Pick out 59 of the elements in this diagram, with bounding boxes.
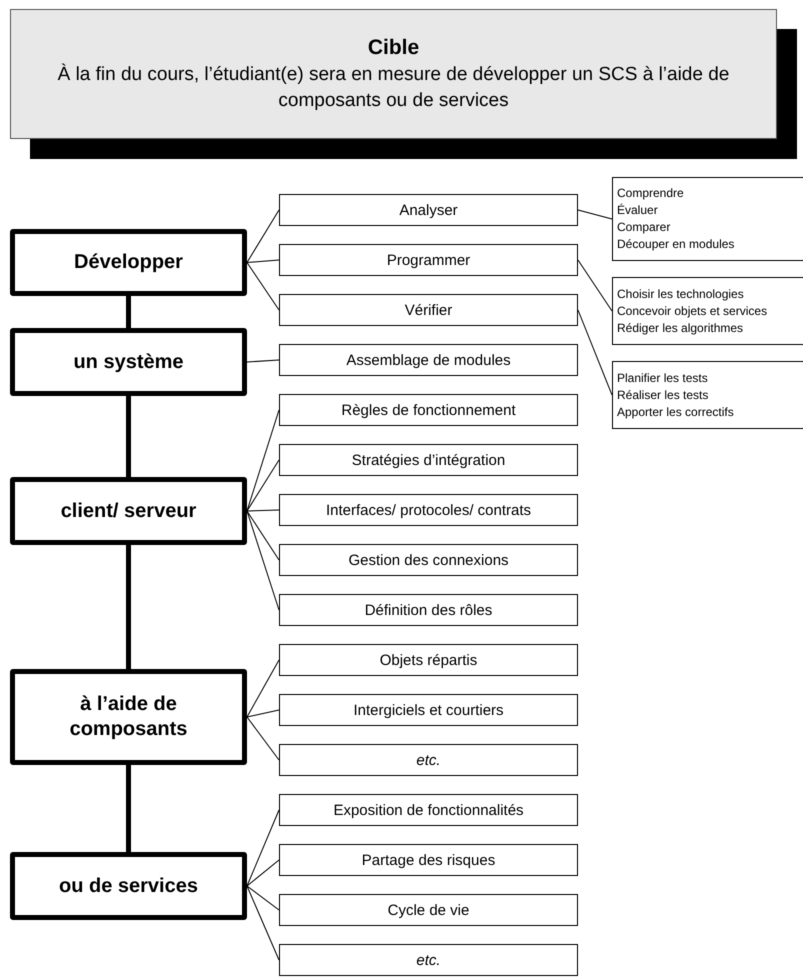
connector-line — [126, 296, 131, 328]
topic-box: Stratégies d’intégration — [279, 444, 578, 476]
topic-box: Analyser — [279, 194, 578, 226]
connector-line — [246, 886, 280, 910]
main-step-box: Développer — [10, 229, 247, 296]
detail-item: Concevoir objets et services — [617, 302, 768, 320]
topic-box: Règles de fonctionnement — [279, 394, 578, 426]
connector-line — [246, 510, 280, 610]
target-statement: À la fin du cours, l’étudiant(e) sera en mesure de développer un SCS à l’aide de composants ou de services — [56, 62, 730, 113]
detail-item: Planifier les tests — [617, 370, 709, 386]
topic-box: etc. — [279, 944, 578, 976]
detail-box — [612, 361, 803, 429]
detail-item: Comparer — [617, 219, 672, 236]
connector-line — [246, 260, 280, 263]
connector-line — [246, 210, 280, 263]
detail-box — [612, 277, 803, 345]
connector-line — [246, 710, 280, 718]
connector-line — [578, 210, 612, 220]
connector-line — [246, 660, 280, 718]
main-step-box: à l’aide de composants — [10, 669, 247, 765]
connector-line — [126, 396, 131, 477]
detail-item: Réaliser les tests — [617, 386, 710, 404]
connector-line — [246, 510, 280, 512]
topic-box: Interfaces/ protocoles/ contrats — [279, 494, 578, 526]
topic-box: Gestion des connexions — [279, 544, 578, 576]
detail-item: Découper en modules — [617, 236, 736, 253]
topic-box: Assemblage de modules — [279, 344, 578, 376]
connector-line — [578, 260, 612, 312]
topic-box: etc. — [279, 744, 578, 776]
connector-line — [246, 810, 280, 886]
main-step-box: client/ serveur — [10, 477, 247, 545]
target-heading: Cible — [368, 35, 420, 61]
connector-line — [246, 886, 280, 960]
topic-box: Partage des risques — [279, 844, 578, 876]
connector-line — [126, 545, 131, 669]
topic-box: Définition des rôles — [279, 594, 578, 626]
detail-item: Rédiger les algorithmes — [617, 320, 744, 336]
connector-line — [246, 360, 280, 362]
connector-line — [126, 765, 131, 852]
topic-box: Cycle de vie — [279, 894, 578, 926]
main-step-box: ou de services — [10, 852, 247, 920]
connector-line — [246, 716, 280, 760]
detail-item: Apporter les correctifs — [617, 404, 735, 420]
connector-line — [578, 310, 612, 396]
topic-box: Objets répartis — [279, 644, 578, 676]
connector-line — [246, 460, 280, 512]
connector-line — [246, 410, 280, 512]
detail-item: Comprendre — [617, 185, 685, 202]
detail-item: Évaluer — [617, 202, 659, 219]
topic-box: Vérifier — [279, 294, 578, 326]
main-step-box: un système — [10, 328, 247, 396]
topic-box: Exposition de fonctionnalités — [279, 794, 578, 826]
connector-line — [246, 262, 280, 310]
connector-line — [246, 510, 280, 560]
detail-item: Choisir les technologies — [617, 286, 745, 302]
detail-box — [612, 177, 803, 261]
connector-line — [246, 860, 280, 886]
topic-box: Programmer — [279, 244, 578, 276]
topic-box: Intergiciels et courtiers — [279, 694, 578, 726]
